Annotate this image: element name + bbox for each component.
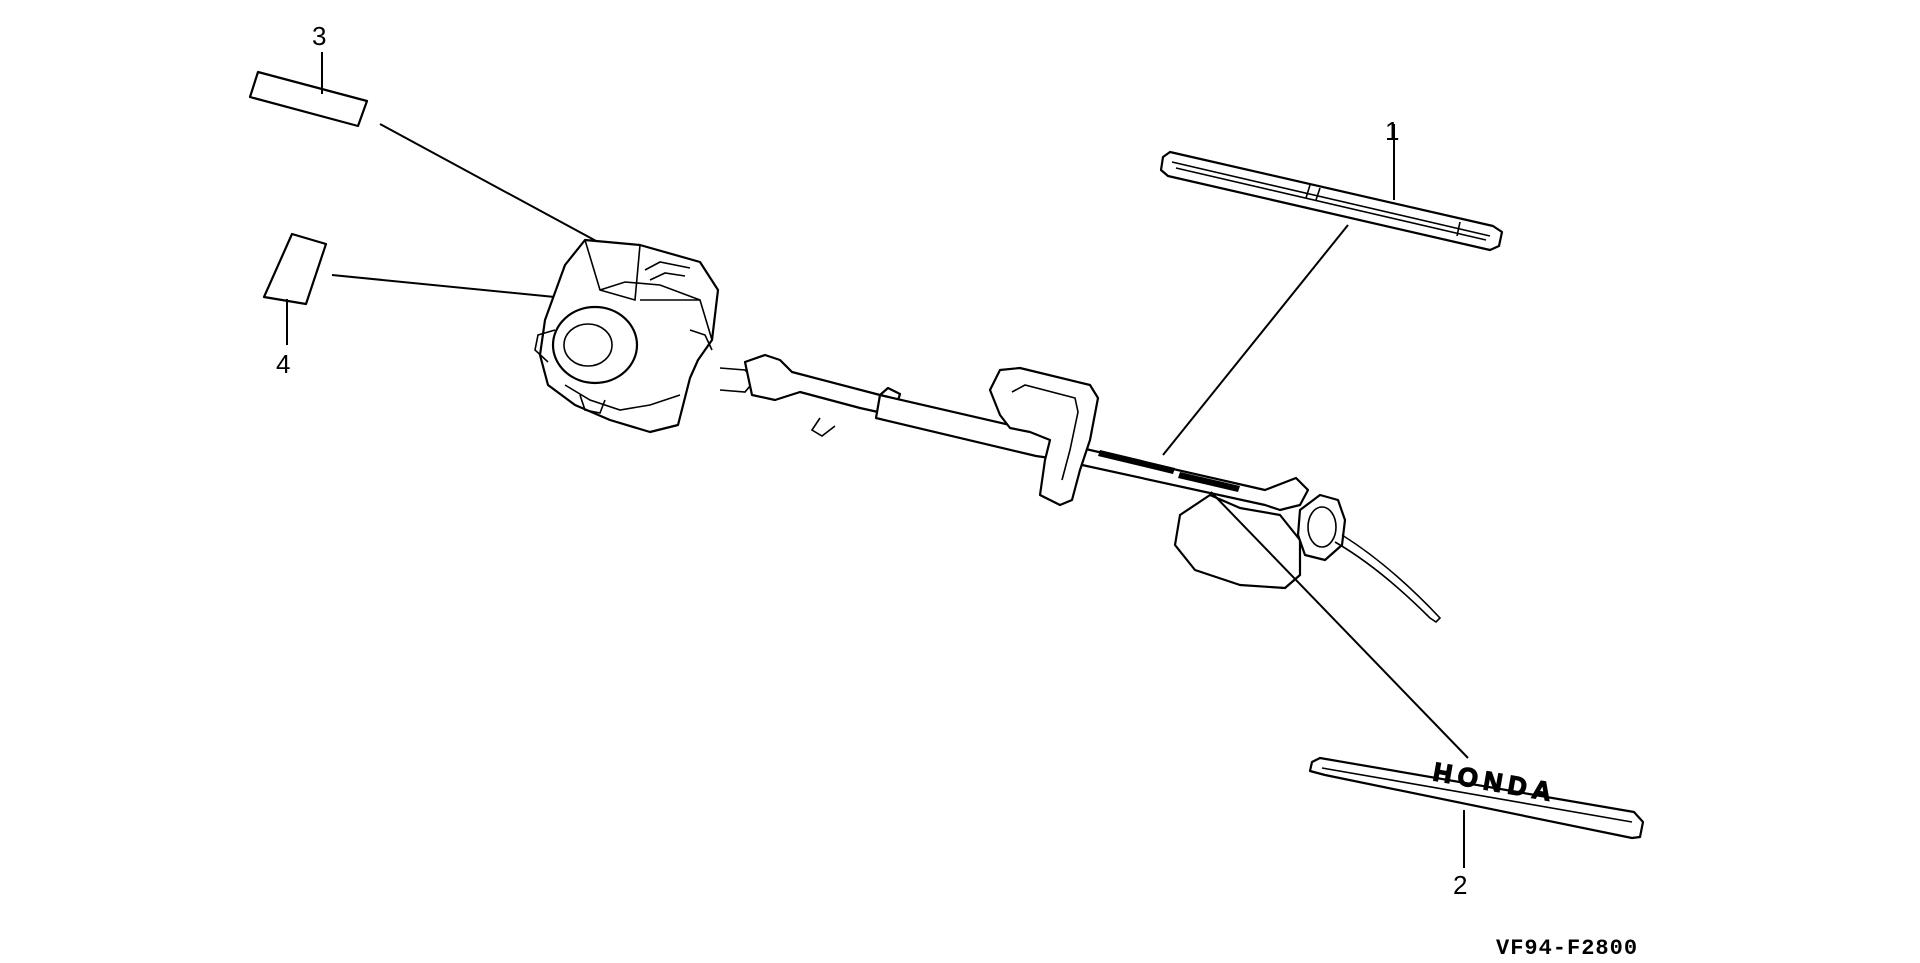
part-3-shape <box>248 70 369 128</box>
callout-4-leader <box>331 274 586 301</box>
callout-2-leader <box>1210 491 1469 759</box>
part-1-decal <box>1159 150 1504 252</box>
engine-foot <box>579 394 606 414</box>
engine-top-edge <box>599 281 701 301</box>
starter-handle <box>534 329 556 363</box>
engine-unit <box>534 238 757 434</box>
throttle-grip <box>743 353 902 414</box>
engine-side-edge <box>689 329 713 351</box>
part-2-shape <box>1308 756 1645 840</box>
part-4-shape <box>262 232 328 306</box>
part-2-detail <box>1321 767 1633 823</box>
callout-2-number: 2 <box>1453 870 1467 900</box>
callout-3-leader <box>379 123 623 256</box>
callout-1-leader <box>1162 224 1349 456</box>
engine-base-line <box>564 384 681 411</box>
engine-vent-lines <box>644 261 691 281</box>
cutting-line <box>1334 534 1442 624</box>
engine-cover-upper <box>584 239 641 302</box>
grass-guard <box>1173 493 1302 590</box>
part-1-detail <box>1171 161 1491 241</box>
figure-code: VF94-F2800 <box>1496 936 1638 958</box>
part-3-label <box>248 70 369 128</box>
recoil-starter-center <box>563 323 613 367</box>
shaft-assembly <box>743 353 1442 624</box>
part-2-decal: HONDA <box>1308 756 1645 840</box>
part-4-label <box>262 232 328 306</box>
trimmer-head-spool <box>1307 506 1337 548</box>
callout-4-number: 4 <box>276 349 290 379</box>
callout-1-number: 1 <box>1385 116 1399 146</box>
loop-handle-inner <box>1011 384 1079 481</box>
loop-handle <box>988 366 1100 507</box>
shaft-decal-stripes <box>1098 450 1240 492</box>
throttle-trigger <box>810 417 836 437</box>
recoil-starter-cover <box>551 305 639 385</box>
part-1-shape <box>1159 150 1504 252</box>
trimmer-head <box>1296 493 1347 562</box>
callout-3-number: 3 <box>312 21 326 51</box>
